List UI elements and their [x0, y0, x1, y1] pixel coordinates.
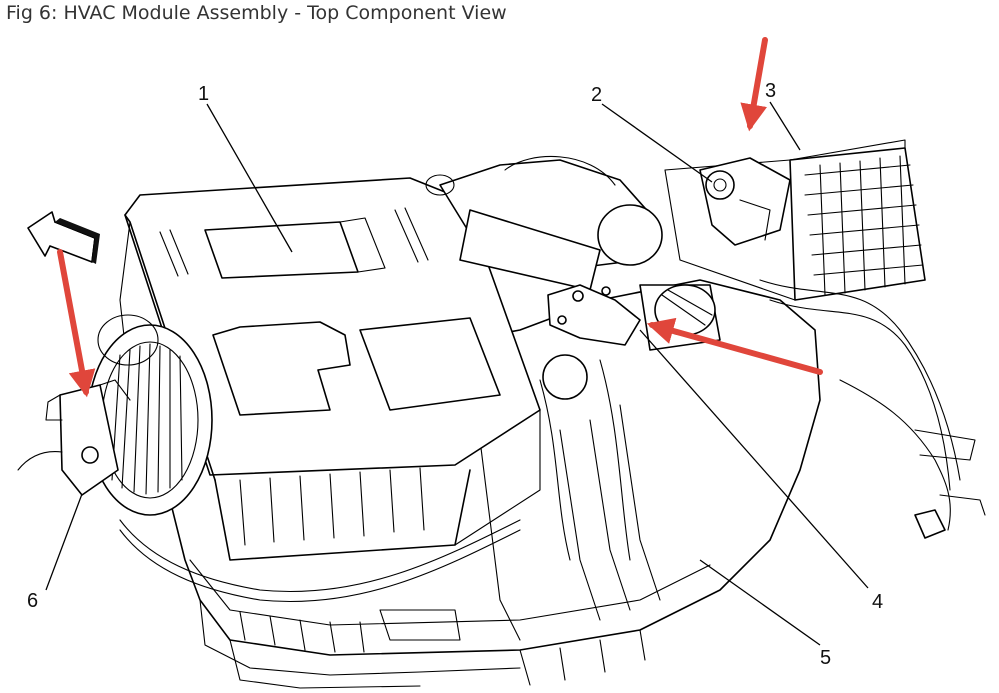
center-duct-assembly [425, 155, 721, 400]
airflow-arrow-icon [27, 211, 100, 264]
grille-3 [664, 139, 926, 301]
callout-3: 3 [765, 80, 776, 102]
callout-5: 5 [820, 647, 831, 669]
red-pointer-arrows [57, 37, 823, 398]
callout-1: 1 [198, 83, 209, 105]
actuator-2 [699, 157, 791, 246]
top-cover-box [119, 177, 541, 561]
callout-6: 6 [27, 590, 38, 612]
wiring-harness [119, 279, 986, 603]
callout-4: 4 [872, 591, 883, 613]
figure-caption: Fig 6: HVAC Module Assembly - Top Compon… [6, 2, 507, 24]
actuator-4 [547, 284, 641, 346]
callout-2: 2 [591, 84, 602, 106]
leader-lines [45, 101, 869, 646]
connector-6 [17, 379, 131, 496]
